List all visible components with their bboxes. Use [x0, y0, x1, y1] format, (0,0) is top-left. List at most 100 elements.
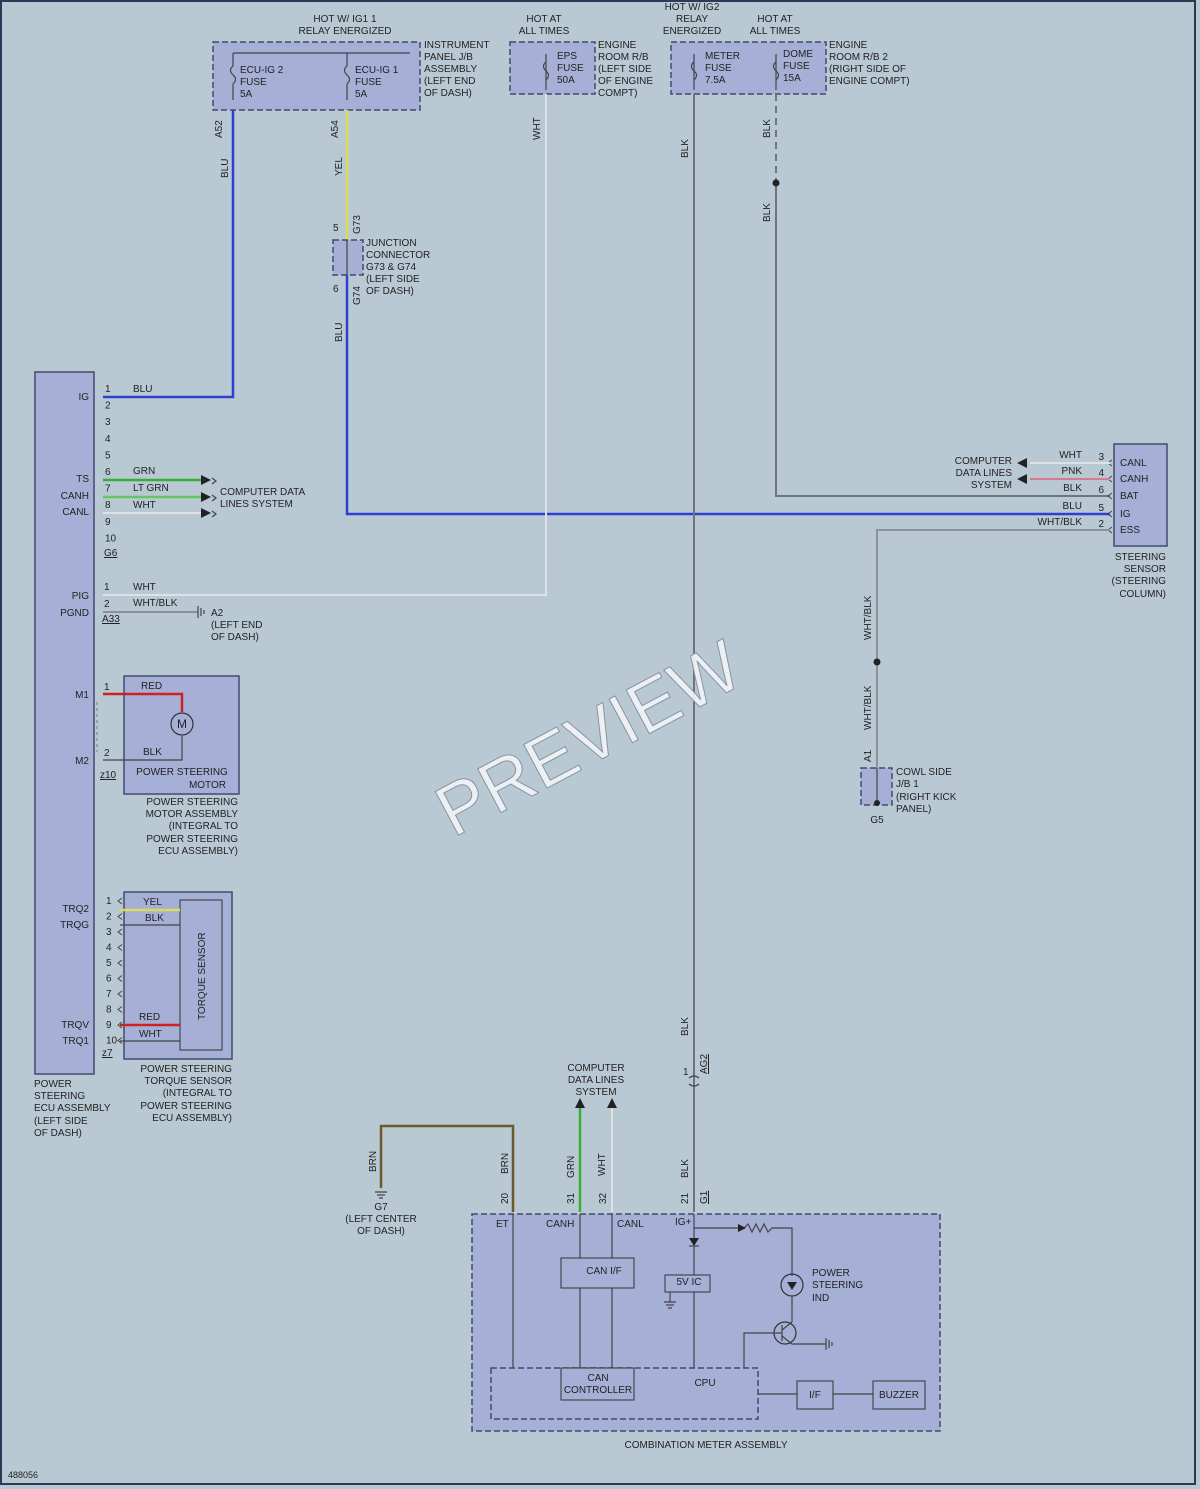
cowl-label-l2: J/B 1	[896, 779, 919, 790]
ecu-z7-terminal-4	[117, 944, 123, 951]
wire-label-blu-2: BLU	[334, 323, 345, 342]
fuse-symbol-ecu-ig2	[229, 65, 237, 85]
ecu-wire-pig: WHT	[133, 582, 156, 593]
header-ig2-l1: HOT W/ IG2	[665, 2, 720, 13]
jb-instrument-l1: INSTRUMENT	[424, 40, 490, 51]
jb-instrument-l3: ASSEMBLY	[424, 64, 477, 75]
fuse-dome-l1: DOME	[783, 49, 813, 60]
ecu-a33-pin-2: 2	[104, 599, 110, 610]
diagram-id: 488056	[8, 1470, 38, 1480]
ecu-z10-pin-2: 2	[104, 748, 110, 759]
jb-engine2-l1: ENGINE	[829, 40, 868, 51]
cowl-label-l4: PANEL)	[896, 804, 931, 815]
wire-label-whtblk-2: WHT/BLK	[863, 685, 874, 730]
fuse-ecu-ig1-l3: 5A	[355, 89, 368, 100]
header-ig1-l2: RELAY ENERGIZED	[299, 26, 392, 37]
ecu-z7-terminal-7	[117, 990, 123, 998]
engine-room-rb2-box	[670, 41, 827, 95]
five-v-ic-label: 5V IC	[676, 1277, 701, 1288]
ecu-conn-a33: A33	[102, 614, 120, 625]
five-v-ground-icon	[664, 1292, 676, 1309]
fuse-eps-l1: EPS	[557, 51, 577, 62]
torque-label-l3: (INTEGRAL TO	[163, 1088, 232, 1099]
computer-data-left-l1: COMPUTER DATA	[220, 487, 306, 498]
ecu-g6-pin-7: 7	[105, 484, 111, 495]
motor-wire-blk: BLK	[143, 747, 162, 758]
wire-label-blk-3: BLK	[762, 203, 773, 222]
buzzer-box	[872, 1380, 926, 1410]
ecu-label-l3: ECU ASSEMBLY	[34, 1103, 111, 1114]
ground-a2-l1: A2	[211, 608, 224, 619]
torque-label-l1: POWER STEERING	[140, 1064, 232, 1075]
wire-label-brn-2: BRN	[500, 1153, 511, 1174]
can-controller-box	[560, 1367, 635, 1401]
computer-data-right-l3: SYSTEM	[971, 480, 1012, 491]
jb-engine2-l4: ENGINE COMPT)	[829, 76, 910, 87]
ecu-wire-ts-grn: GRN	[133, 466, 155, 477]
torque-sensor-inner-label: TORQUE SENSOR	[197, 932, 208, 1020]
fuse-meter-l1: METER	[705, 51, 740, 62]
arrow-meter-canl	[607, 1098, 617, 1108]
ecu-g6-pin-5: 5	[105, 450, 111, 461]
computer-data-bottom-l1: COMPUTER	[567, 1063, 624, 1074]
steering-sensor-terminal-5	[1107, 510, 1113, 518]
ecu-g6-pin-8: 8	[105, 500, 111, 511]
fuse-ecu-ig1-l1: ECU-IG 1	[355, 65, 399, 76]
ecu-pin-trq2: TRQ2	[62, 904, 89, 915]
steering-sensor-wire-0: WHT	[1059, 450, 1082, 461]
ecu-z7-terminal-5	[117, 959, 123, 967]
cowl-label-l3: (RIGHT KICK	[896, 792, 957, 803]
ecu-wire-canh-ltgrn: LT GRN	[133, 483, 169, 494]
steering-sensor-wire-2: BLK	[1063, 483, 1082, 494]
fuse-ecu-ig1-l2: FUSE	[355, 77, 382, 88]
steering-sensor-box	[1113, 443, 1168, 547]
steering-sensor-pinnum-3: 3	[1098, 452, 1104, 463]
meter-name-canl: CANL	[617, 1219, 644, 1230]
ground-g7-l3: OF DASH)	[357, 1226, 405, 1237]
computer-data-right-l1: COMPUTER	[955, 456, 1012, 467]
diode-icon	[689, 1238, 699, 1246]
junction-conn-bottom: G74	[352, 286, 363, 305]
jb-engine2-l2: ROOM R/B 2	[829, 52, 888, 63]
steering-sensor-label-l3: (STEERING	[1112, 576, 1167, 587]
header-dome-l1: HOT AT	[757, 14, 792, 25]
arrow-canl	[201, 508, 211, 518]
wire-label-grn: GRN	[566, 1156, 577, 1178]
inline-connector-symbol	[688, 1075, 700, 1087]
ecu-z7-pin-5: 5	[106, 958, 112, 969]
wire-label-wht: WHT	[532, 117, 543, 140]
ecu-z7-pin-1: 1	[106, 896, 112, 907]
steering-sensor-wire-1: PNK	[1061, 466, 1082, 477]
ecu-label-l1: POWER	[34, 1079, 72, 1090]
steering-sensor-pinnum-6: 6	[1098, 485, 1104, 496]
ground-a2-l2: (LEFT END	[211, 620, 263, 631]
ecu-z7-pin-8: 8	[106, 1005, 112, 1016]
combination-meter-label: COMBINATION METER ASSEMBLY	[625, 1440, 788, 1451]
wire-label-whtblk-1: WHT/BLK	[863, 595, 874, 640]
fuse-eps-l3: 50A	[557, 75, 575, 86]
ecu-pin-canh: CANH	[61, 491, 89, 502]
buzzer-label: BUZZER	[879, 1390, 919, 1401]
steering-sensor-label-l4: COLUMN)	[1119, 589, 1166, 600]
wire-label-wht-2: WHT	[597, 1153, 608, 1176]
jb-engine1-l2: ROOM R/B	[598, 52, 649, 63]
wire-whtblk-ess	[876, 529, 1110, 662]
ecu-label-l2: STEERING	[34, 1091, 85, 1102]
torque-label-l4: POWER STEERING	[140, 1101, 232, 1112]
junction-label-l2: CONNECTOR	[366, 250, 430, 261]
wire-label-brn-1: BRN	[368, 1151, 379, 1172]
steering-sensor-label-l1: STEERING	[1115, 552, 1166, 563]
ecu-z7-terminal-10	[117, 1037, 123, 1044]
jb-engine1-l5: COMPT)	[598, 88, 637, 99]
ecu-z7-terminal-1	[117, 897, 123, 905]
can-if-label: CAN I/F	[586, 1266, 622, 1277]
steering-sensor-pin-canl: CANL	[1120, 458, 1147, 469]
meter-pin-canl: 32	[598, 1192, 609, 1204]
junction-pin-top: 5	[333, 223, 339, 234]
fuse-dome-l3: 15A	[783, 73, 801, 84]
jb-instrument-l4: (LEFT END	[424, 76, 476, 87]
meter-name-canh: CANH	[546, 1219, 574, 1230]
header-eps-l2: ALL TIMES	[519, 26, 570, 37]
